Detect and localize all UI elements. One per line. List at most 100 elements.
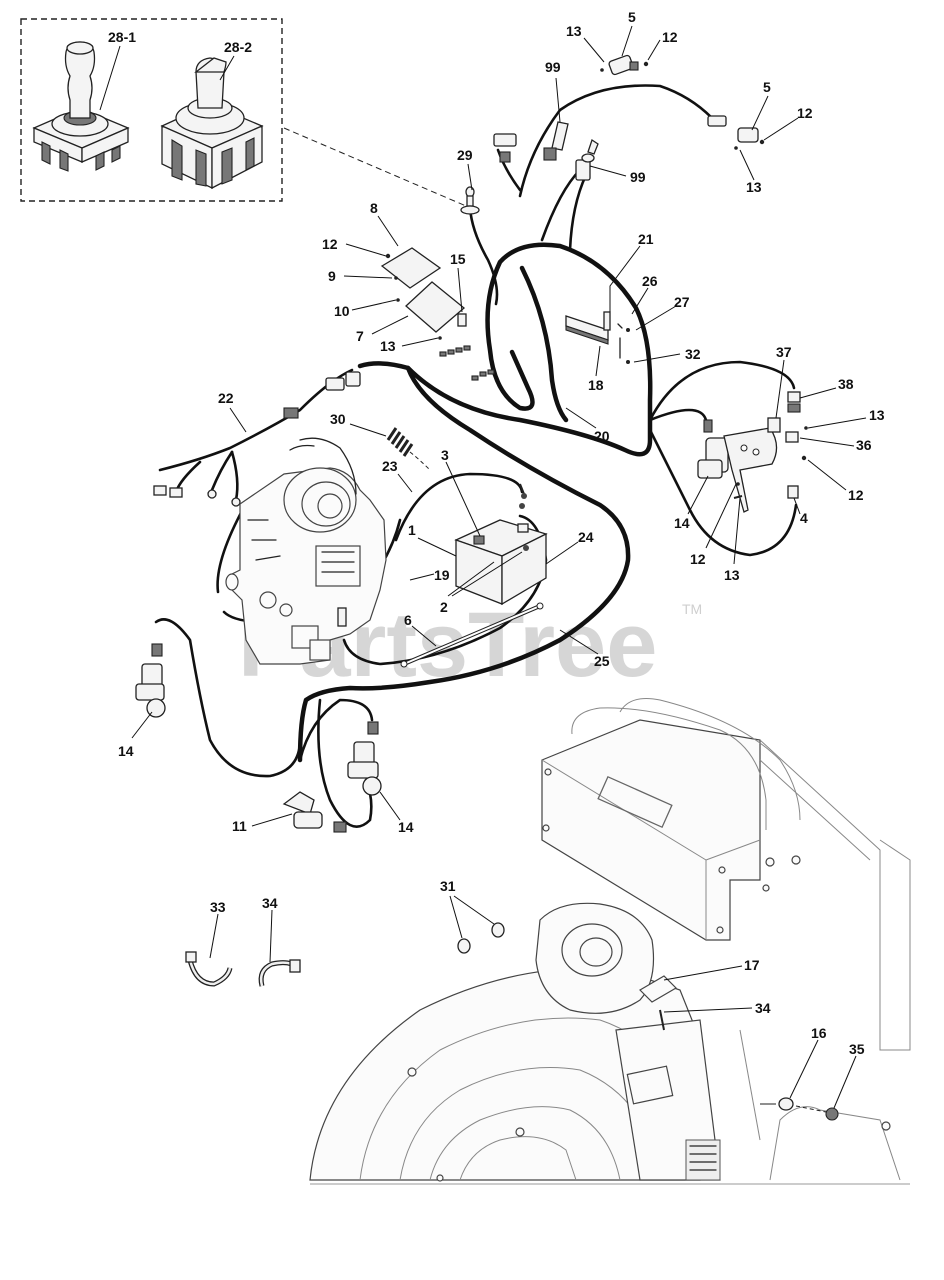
leader-lines — [131, 25, 867, 1109]
callout-9: 9 — [328, 268, 336, 284]
callout-16: 16 — [811, 1025, 827, 1041]
sensor-5-right — [734, 127, 765, 150]
callout-12: 12 — [690, 551, 706, 567]
callout-13: 13 — [746, 179, 762, 195]
sensor-5-top — [600, 54, 649, 76]
actuator-14-left — [135, 643, 166, 718]
battery-strap-6 — [400, 602, 544, 668]
plug-99-b — [575, 138, 599, 181]
main-harness — [297, 242, 653, 763]
nut-12-right — [801, 455, 807, 461]
connector-22 — [153, 371, 361, 507]
inset-connector-line — [283, 127, 467, 207]
actuator-14-right — [697, 419, 729, 479]
callout-13: 13 — [380, 338, 396, 354]
callout-99: 99 — [545, 59, 561, 75]
fuse-block-18 — [565, 311, 611, 345]
callout-1: 1 — [408, 522, 416, 538]
nut-32 — [626, 360, 630, 364]
callout-13: 13 — [724, 567, 740, 583]
callout-24: 24 — [578, 529, 594, 545]
callout-22: 22 — [218, 390, 234, 406]
callout-29: 29 — [457, 147, 473, 163]
callout-4: 4 — [800, 510, 808, 526]
callout-7: 7 — [356, 328, 364, 344]
callout-11: 11 — [232, 818, 247, 834]
plug-99-a — [543, 121, 569, 161]
radiator-grille — [685, 1139, 721, 1181]
connector-top-left — [493, 133, 517, 163]
callout-labels: 13 5 12 99 5 12 13 29 99 8 12 9 15 10 7 … — [118, 9, 885, 1057]
callout-14: 14 — [118, 743, 134, 759]
callout-6: 6 — [404, 612, 412, 628]
screw-27 — [626, 328, 630, 332]
callout-3: 3 — [441, 447, 449, 463]
callout-2: 2 — [440, 599, 448, 615]
callout-99: 99 — [630, 169, 646, 185]
battery-1 — [454, 483, 548, 606]
callout-27: 27 — [674, 294, 690, 310]
callout-17: 17 — [744, 957, 760, 973]
screw-9 — [394, 276, 398, 280]
callout-38: 38 — [838, 376, 854, 392]
nut-12-bracket — [736, 482, 740, 486]
joystick-28-1 — [32, 41, 130, 172]
fuse-15 — [457, 313, 467, 327]
callout-12: 12 — [662, 29, 678, 45]
callout-18: 18 — [588, 377, 604, 393]
callout-23: 23 — [382, 458, 398, 474]
spring-30 — [386, 427, 431, 471]
callout-37: 37 — [776, 344, 792, 360]
callout-14: 14 — [398, 819, 414, 835]
callout-30: 30 — [330, 411, 346, 427]
joystick-29 — [460, 186, 480, 215]
clips-31 — [457, 922, 505, 954]
callout-35: 35 — [849, 1041, 865, 1057]
machine-outline — [309, 698, 911, 1185]
callout-13: 13 — [869, 407, 885, 423]
cable-tie-33 — [185, 951, 233, 987]
callout-25: 25 — [594, 653, 610, 669]
callout-36: 36 — [856, 437, 872, 453]
nut-12-plate — [385, 253, 391, 259]
callout-12: 12 — [322, 236, 338, 252]
screw-13-plate — [438, 336, 442, 340]
sensor-37 — [767, 417, 781, 433]
callout-8: 8 — [370, 200, 378, 216]
callout-13: 13 — [566, 23, 582, 39]
screw-13-right — [804, 426, 808, 430]
screw-13-bracket — [733, 495, 743, 499]
joystick-28-2 — [160, 57, 264, 190]
plate-8 — [380, 247, 442, 289]
callout-15: 15 — [450, 251, 466, 267]
ground-cable — [337, 607, 347, 627]
callout-21: 21 — [638, 231, 654, 247]
breakout-connectors — [439, 345, 495, 381]
callout-19: 19 — [434, 567, 450, 583]
connector-4 — [787, 485, 799, 499]
joystick-inset: 28-1 28-2 — [20, 18, 283, 202]
switch-36 — [785, 431, 799, 443]
bracket-right — [723, 427, 778, 513]
callout-34: 34 — [262, 895, 278, 911]
callout-12: 12 — [848, 487, 864, 503]
watermark-trademark: TM — [682, 601, 702, 617]
callout-5: 5 — [763, 79, 771, 95]
callout-33: 33 — [210, 899, 226, 915]
actuator-11 — [282, 791, 347, 833]
cable-tie-34 — [258, 959, 301, 987]
callout-28-1: 28-1 — [108, 29, 136, 45]
callout-34: 34 — [755, 1000, 771, 1016]
callout-5: 5 — [628, 9, 636, 25]
washer-10 — [396, 298, 400, 302]
callout-12: 12 — [797, 105, 813, 121]
callout-28-2: 28-2 — [224, 39, 252, 55]
wires — [154, 84, 798, 828]
callout-31: 31 — [440, 878, 456, 894]
callout-32: 32 — [685, 346, 701, 362]
callout-14: 14 — [674, 515, 690, 531]
connector-top-right — [707, 115, 727, 127]
plate-7 — [405, 281, 466, 333]
